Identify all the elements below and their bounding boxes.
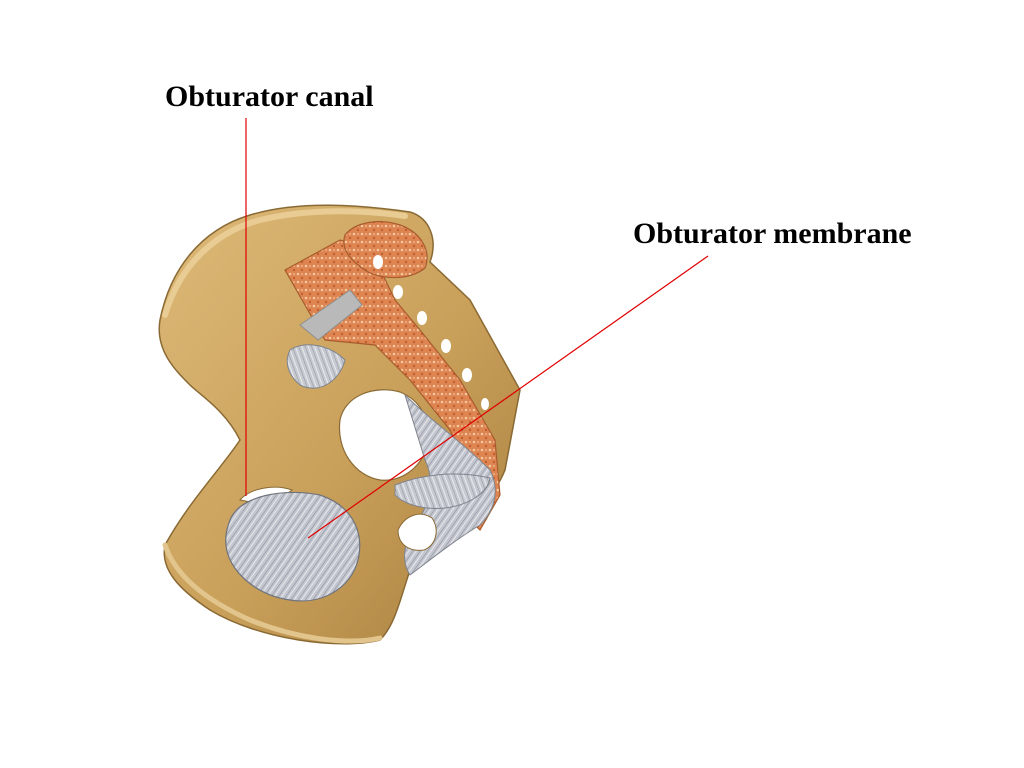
sacrospinous-ligament <box>394 473 491 509</box>
leader-line-membrane <box>307 255 709 539</box>
sacral-vertebra <box>343 221 428 279</box>
label-obturator-membrane: Obturator membrane <box>633 217 912 250</box>
iliac-crest <box>162 208 408 318</box>
obturator-membrane <box>225 491 361 602</box>
sacroiliac-ligament <box>286 344 346 389</box>
lesser-sciatic-foramen <box>397 513 437 551</box>
label-obturator-canal: Obturator canal <box>165 80 374 113</box>
sacroiliac-cartilage <box>299 289 363 341</box>
pubic-rim <box>162 542 383 644</box>
